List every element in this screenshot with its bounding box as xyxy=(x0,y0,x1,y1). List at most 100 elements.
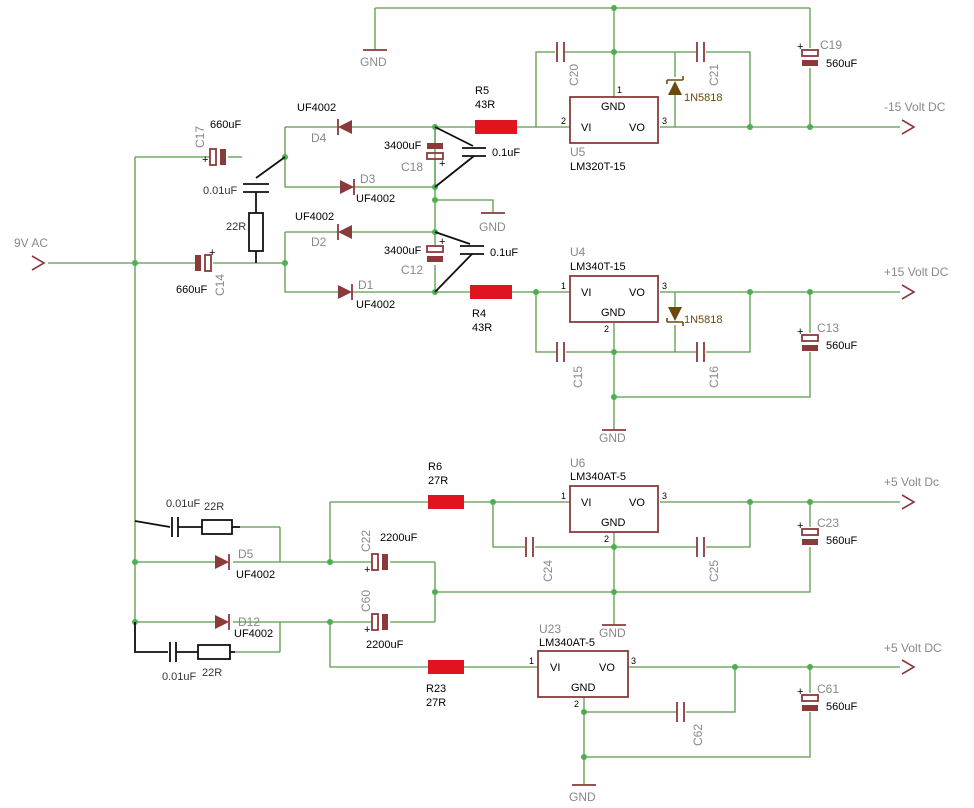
regulator-part: LM340T-15 xyxy=(570,261,626,273)
junction xyxy=(490,499,496,505)
regulator-ref: U5 xyxy=(570,145,586,159)
svg-text:GND: GND xyxy=(601,517,626,529)
svg-text:C15: C15 xyxy=(571,366,585,388)
svg-text:1: 1 xyxy=(617,85,622,95)
svg-text:C12: C12 xyxy=(401,263,423,277)
diode-d12: D12 UF4002 xyxy=(215,614,273,640)
svg-text:22R: 22R xyxy=(226,221,246,233)
ground-symbol: GND xyxy=(599,429,626,445)
svg-text:+: + xyxy=(439,158,445,170)
svg-text:C23: C23 xyxy=(817,516,839,530)
svg-text:+: + xyxy=(364,564,370,576)
junction xyxy=(581,709,587,715)
svg-text:3400uF: 3400uF xyxy=(384,245,422,257)
decoupling-cap-top: 0.1uF xyxy=(434,126,520,188)
svg-text:GND: GND xyxy=(360,55,387,69)
capacitor-c17: + 660uF C17 xyxy=(193,119,241,166)
svg-text:560uF: 560uF xyxy=(826,701,857,713)
svg-text:C14: C14 xyxy=(213,274,227,296)
regulator-u4: VI VO GND 1 2 3 U4 LM340T-15 xyxy=(561,245,667,334)
svg-text:VI: VI xyxy=(581,497,591,509)
svg-text:VI: VI xyxy=(550,662,560,674)
svg-text:1: 1 xyxy=(529,656,534,666)
svg-text:43R: 43R xyxy=(475,99,495,111)
ground-symbols: GND GND GND GND GND xyxy=(360,49,626,804)
capacitor-c15: C15 xyxy=(556,342,585,388)
diode-d5: D5 UF4002 xyxy=(215,547,275,581)
svg-text:3400uF: 3400uF xyxy=(384,140,422,152)
junction xyxy=(132,559,138,565)
regulator-part: LM340AT-5 xyxy=(539,637,595,649)
junction xyxy=(611,544,617,550)
svg-text:UF4002: UF4002 xyxy=(356,193,395,205)
svg-text:1N5818: 1N5818 xyxy=(684,92,723,104)
capacitor-c12: + 3400uF C12 xyxy=(384,236,445,277)
svg-text:C21: C21 xyxy=(707,64,721,86)
svg-text:560uF: 560uF xyxy=(826,340,857,352)
svg-text:R5: R5 xyxy=(475,85,489,97)
snubber-d5: 0.01uF 22R xyxy=(134,498,240,537)
diode-d1: D1 UF4002 xyxy=(338,278,395,311)
svg-text:C20: C20 xyxy=(567,64,581,86)
svg-text:+: + xyxy=(209,247,215,259)
svg-text:660uF: 660uF xyxy=(210,119,241,131)
svg-text:+: + xyxy=(439,236,445,248)
svg-text:UF4002: UF4002 xyxy=(236,569,275,581)
snubber-d12: 0.01uF 22R xyxy=(134,622,235,683)
output-label-5a: +5 Volt Dc xyxy=(884,475,939,489)
svg-text:1N5818: 1N5818 xyxy=(684,314,723,326)
resistor-r23: R23 27R xyxy=(426,660,464,709)
capacitor-c18: + 3400uF C18 xyxy=(384,140,445,174)
junction xyxy=(747,124,753,130)
svg-text:GND: GND xyxy=(571,682,596,694)
svg-text:C13: C13 xyxy=(817,321,839,335)
output-label-5b: +5 Volt DC xyxy=(884,641,942,655)
junction xyxy=(327,619,333,625)
ground-symbol: GND xyxy=(360,49,387,69)
svg-text:C60: C60 xyxy=(359,590,373,612)
svg-text:UF4002: UF4002 xyxy=(297,102,336,114)
svg-text:C61: C61 xyxy=(817,682,839,696)
decoupling-cap-mid: 0.1uF xyxy=(434,231,518,293)
svg-text:UF4002: UF4002 xyxy=(356,299,395,311)
output-label-neg15: -15 Volt DC xyxy=(884,100,946,114)
svg-text:0.1uF: 0.1uF xyxy=(490,247,518,259)
svg-text:C22: C22 xyxy=(359,530,373,552)
junction xyxy=(807,499,813,505)
resistor-r6: R6 27R xyxy=(428,461,464,509)
capacitor-c24: C24 xyxy=(525,537,555,582)
capacitor-c22: + 2200uF C22 xyxy=(359,530,418,576)
svg-text:2: 2 xyxy=(574,699,579,709)
svg-text:3: 3 xyxy=(662,116,667,126)
output-arrow-pos15 xyxy=(901,284,916,300)
svg-text:27R: 27R xyxy=(426,697,446,709)
svg-text:2200uF: 2200uF xyxy=(380,532,418,544)
ground-symbol: GND xyxy=(599,624,626,640)
capacitor-c60: + 2200uF C60 xyxy=(359,590,404,651)
regulator-ref: U6 xyxy=(570,456,586,470)
junction xyxy=(327,559,333,565)
svg-text:+: + xyxy=(364,624,370,636)
svg-text:+: + xyxy=(797,326,803,338)
svg-text:C25: C25 xyxy=(707,560,721,582)
svg-text:R6: R6 xyxy=(428,461,442,473)
svg-text:3: 3 xyxy=(662,491,667,501)
capacitor-c21: C21 xyxy=(696,42,721,86)
junction xyxy=(807,124,813,130)
capacitor-c14: + 660uF C14 xyxy=(176,247,227,296)
junction xyxy=(747,289,753,295)
svg-text:27R: 27R xyxy=(428,475,448,487)
svg-text:VI: VI xyxy=(581,287,591,299)
svg-text:1: 1 xyxy=(561,491,566,501)
ground-symbol: GND xyxy=(479,212,506,234)
svg-text:R4: R4 xyxy=(472,308,486,320)
svg-text:GND: GND xyxy=(601,307,626,319)
output-arrow-5a xyxy=(901,494,916,510)
svg-text:0.01uF: 0.01uF xyxy=(162,671,197,683)
regulator-u5: VI VO GND 2 1 3 U5 LM320T-15 xyxy=(561,85,667,173)
svg-text:R23: R23 xyxy=(426,683,446,695)
input-net: 9V AC xyxy=(14,236,48,271)
junction xyxy=(807,289,813,295)
junction xyxy=(611,349,617,355)
diode-d2: UF4002 D2 xyxy=(295,211,352,249)
